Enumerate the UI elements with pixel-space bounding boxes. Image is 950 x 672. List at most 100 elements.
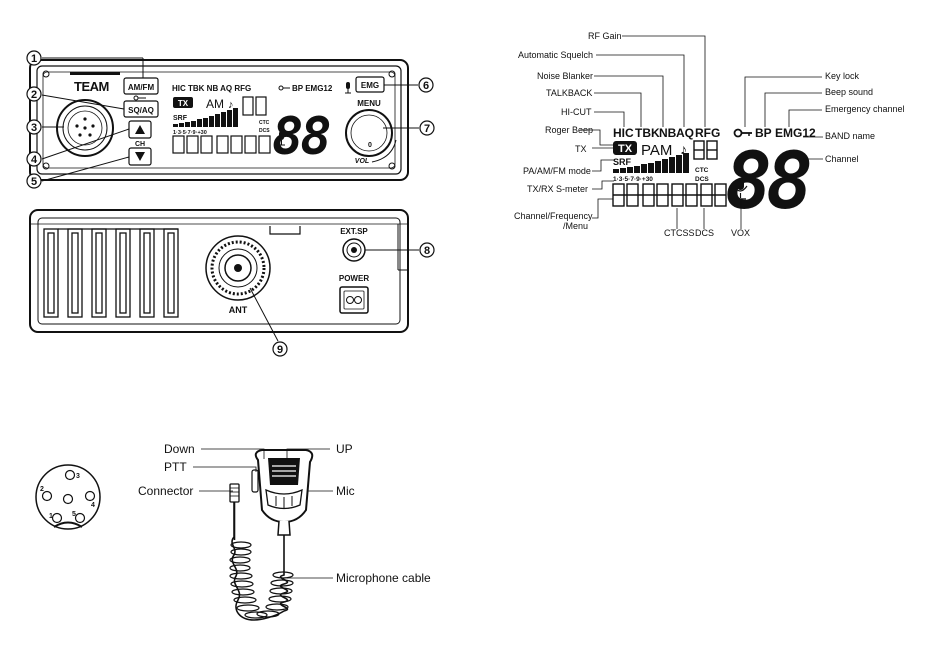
label-mic-cable: Microphone cable	[336, 571, 431, 585]
mini-lcd-ctc: CTC	[259, 120, 270, 126]
lcd-tx: TX	[618, 143, 633, 155]
arrow-down-icon	[135, 152, 145, 161]
mini-lcd-right-indicators: BP EMG12	[292, 84, 333, 93]
brand-logo: TEAM	[74, 79, 109, 94]
label-connector: Connector	[138, 484, 193, 498]
lcd-leader-lines	[580, 35, 823, 229]
rear-panel: ANT EXT.SP POWER	[29, 209, 409, 333]
mic-leader-lines	[193, 448, 333, 579]
pin-3: 3	[76, 473, 80, 480]
lcd-indicator-aq: AQ	[676, 126, 694, 140]
svg-text:1: 1	[31, 53, 37, 65]
svg-text:7: 7	[424, 123, 430, 135]
power-label: POWER	[339, 274, 369, 283]
ext-speaker-jack-icon[interactable]	[342, 238, 366, 262]
mini-lcd-segment-row	[172, 96, 271, 154]
mini-vox-icon	[278, 131, 285, 146]
pin-5: 5	[72, 511, 76, 518]
mini-lcd-mode: AM	[206, 97, 224, 111]
lcd-smeter-bars	[613, 153, 689, 173]
lcd-channel: 88	[725, 137, 810, 227]
lcd-dcs: DCS	[695, 176, 709, 183]
label-talkback: TALKBACK	[546, 88, 592, 98]
lcd-indicator-nb: NB	[659, 126, 677, 140]
screw-icons	[42, 70, 396, 170]
lcd-detail: HIC TBK NB AQ RFG BP EMG12 TX PAM ♪ SRF …	[612, 126, 816, 227]
lcd-music-icon: ♪	[680, 141, 687, 157]
label-hi-cut: HI-CUT	[561, 107, 592, 117]
label-chfreq-1: Channel/Frequency	[514, 211, 593, 221]
lcd-indicator-bp: BP	[755, 126, 772, 140]
callout-6: 6	[418, 77, 434, 93]
lcd-indicator-hic: HIC	[613, 126, 634, 140]
am-fm-button-label: AM/FM	[128, 83, 155, 92]
antenna-connector-icon	[205, 235, 271, 301]
ant-label: ANT	[229, 305, 248, 315]
callout-5: 5	[26, 173, 42, 189]
label-band: BAND name	[825, 131, 875, 141]
key-lock-icon	[133, 95, 146, 101]
svg-text:3: 3	[31, 122, 37, 134]
mini-lcd-dcs: DCS	[259, 128, 270, 134]
ext-sp-label: EXT.SP	[340, 227, 368, 236]
rear-callouts	[249, 249, 419, 342]
callout-2: 2	[26, 86, 42, 102]
lcd-ctc: CTC	[695, 167, 709, 174]
callout-7: 7	[419, 120, 435, 136]
front-callouts	[41, 57, 419, 182]
svg-text:4: 4	[31, 154, 38, 166]
lcd-top-segments	[693, 140, 718, 160]
svg-text:9: 9	[277, 344, 283, 356]
mini-lcd-music-icon: ♪	[228, 99, 234, 111]
heat-sink	[43, 228, 179, 318]
lcd-indicator-emg: EMG12	[775, 126, 816, 140]
pin-1: 1	[49, 513, 53, 520]
lcd-smeter-scale: 1·3·5·7·9·+30	[613, 176, 653, 183]
label-smeter: TX/RX S-meter	[527, 184, 588, 194]
sq-aq-button-label: SQ/AQ	[128, 106, 154, 115]
svg-text:5: 5	[31, 176, 37, 188]
mini-lcd-indicators: HIC TBK NB AQ RFG	[172, 84, 251, 93]
pin-4: 4	[91, 502, 95, 509]
callout-9: 9	[272, 341, 288, 357]
emg-button-label: EMG	[361, 81, 379, 90]
mini-mic-icon	[345, 82, 351, 94]
am-fm-button[interactable]	[123, 77, 159, 95]
lcd-vox-icon	[733, 178, 748, 200]
arrow-up-icon	[135, 125, 145, 134]
label-emergency: Emergency channel	[825, 104, 905, 114]
callout-1: 1	[26, 50, 42, 66]
mini-lcd-tx: TX	[178, 99, 189, 108]
knob-value: 0	[368, 142, 372, 149]
connector-pin-diagram: 3 2 4 1 5	[35, 464, 101, 530]
mini-lcd: HIC TBK NB AQ RFG BP EMG12 TX AM ♪ SRF	[172, 82, 351, 167]
label-auto-squelch: Automatic Squelch	[518, 50, 593, 60]
svg-text:2: 2	[31, 89, 37, 101]
label-beep: Beep sound	[825, 87, 873, 97]
callout-8: 8	[419, 242, 435, 258]
vol-arc-icon	[371, 139, 397, 163]
label-dcs: DCS	[695, 228, 714, 238]
front-panel: TEAM AM/FM SQ/AQ CH HIC TBK NB AQ RFG	[29, 59, 409, 181]
label-ptt: PTT	[164, 460, 187, 474]
mic-socket-icon	[56, 99, 114, 157]
power-socket-icon[interactable]	[339, 286, 369, 314]
label-up: UP	[336, 442, 353, 456]
vol-label: VOL	[355, 158, 369, 165]
ch-label: CH	[135, 141, 145, 148]
svg-text:6: 6	[423, 80, 429, 92]
mini-smeter-bars	[173, 108, 238, 127]
lcd-bottom-segments	[612, 183, 727, 207]
label-tx: TX	[575, 144, 587, 154]
lcd-srf: SRF	[613, 157, 632, 167]
menu-label: MENU	[357, 99, 381, 108]
label-key-lock: Key lock	[825, 71, 860, 81]
volume-knob[interactable]	[345, 109, 393, 157]
label-mic: Mic	[336, 484, 355, 498]
label-mode: PA/AM/FM mode	[523, 166, 591, 176]
label-channel: Channel	[825, 154, 859, 164]
lcd-indicator-tbk: TBK	[635, 126, 660, 140]
lcd-mode: PAM	[641, 142, 672, 159]
microphone-illustration	[229, 449, 314, 621]
